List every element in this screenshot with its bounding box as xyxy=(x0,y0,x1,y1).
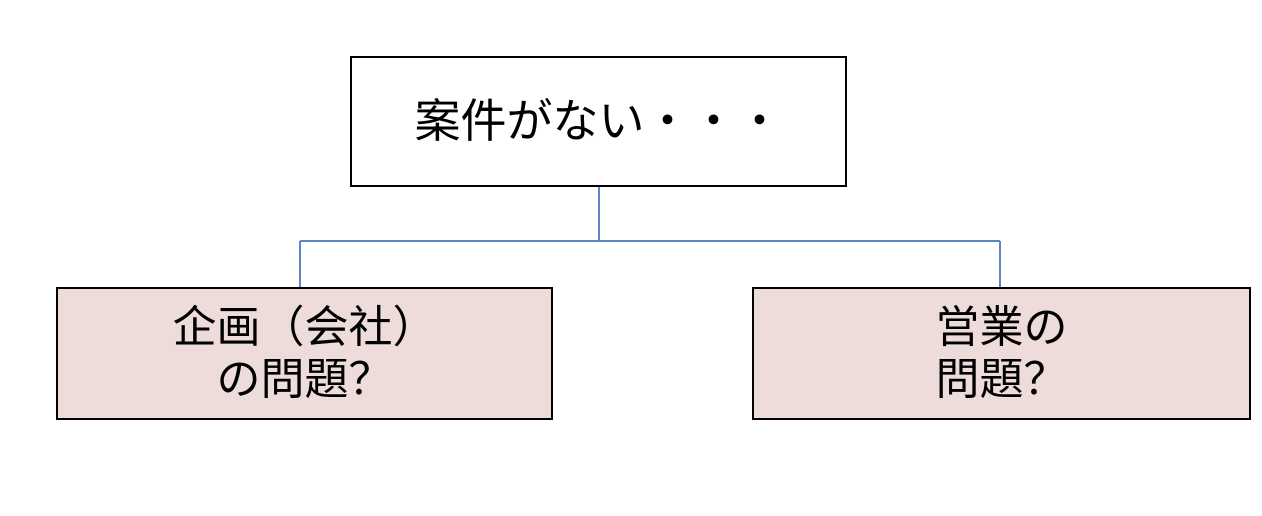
node-branch-right-label-line2: 問題？ xyxy=(935,353,1068,405)
node-branch-left-label-line2: の問題？ xyxy=(216,353,393,405)
node-branch-left-label-line1: 企画（会社） xyxy=(172,301,437,353)
node-branch-right-label-line1: 営業の xyxy=(935,301,1068,353)
node-branch-right[interactable]: 営業の 問題？ xyxy=(752,287,1251,420)
node-branch-left[interactable]: 企画（会社） の問題？ xyxy=(56,287,553,420)
node-root[interactable]: 案件がない・・・ xyxy=(350,56,847,187)
node-root-label: 案件がない・・・ xyxy=(414,94,783,149)
